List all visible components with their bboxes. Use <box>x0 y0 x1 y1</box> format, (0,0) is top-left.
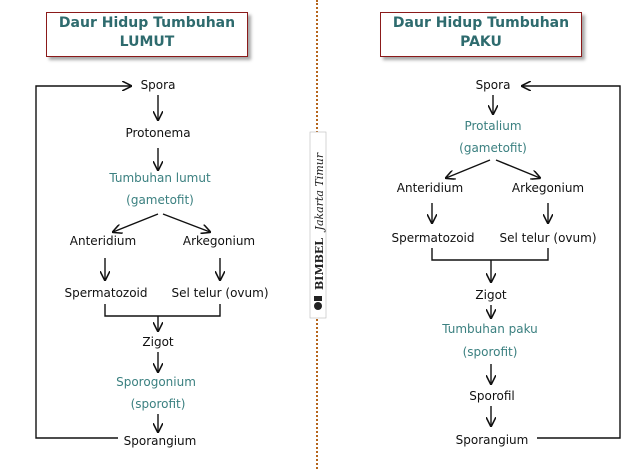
left-title-box: Daur Hidup Tumbuhan LUMUT <box>46 12 248 57</box>
arrow-left-gametofit-arkegonium <box>162 213 210 232</box>
right-node-spora: Spora <box>475 78 511 92</box>
left-title-line2: LUMUT <box>119 34 175 50</box>
right-title-box: Daur Hidup Tumbuhan PAKU <box>380 12 582 57</box>
arrow-right-gametofit-arkegonium <box>495 159 540 178</box>
right-node-sporangium: Sporangium <box>455 433 529 447</box>
right-node-arkegonium: Arkegonium <box>511 181 585 195</box>
left-node-gametofit-label: (gametofit) <box>126 193 194 207</box>
right-node-spermatozoid: Spermatozoid <box>391 231 475 245</box>
watermark-brand: BIMBEL <box>313 238 326 290</box>
svg-text:BIMBEL Jakarta Timur: BIMBEL Jakarta Timur <box>313 152 326 290</box>
right-node-sporofit-name: Tumbuhan paku <box>442 322 538 336</box>
left-node-spermatozoid: Spermatozoid <box>64 286 148 300</box>
watermark-region: Jakarta Timur <box>313 152 326 232</box>
loop-left-sporangium-spora <box>35 86 131 439</box>
left-title-line1: Daur Hidup Tumbuhan <box>58 15 236 31</box>
left-node-anteridium: Anteridium <box>69 234 137 248</box>
loop-right-sporangium-spora <box>522 86 621 439</box>
arrow-right-gametofit-anteridium <box>446 159 491 178</box>
bimbel-watermark: BIMBEL Jakarta Timur <box>309 131 327 319</box>
left-node-sporofit-label: (sporofit) <box>130 397 186 411</box>
left-node-sporofit-name: Sporogonium <box>116 375 196 389</box>
left-node-zigot: Zigot <box>142 335 174 349</box>
left-node-arkegonium: Arkegonium <box>182 234 256 248</box>
right-node-gametofit-name: Protalium <box>464 119 522 133</box>
left-node-spora: Spora <box>140 78 176 92</box>
right-title-line2: PAKU <box>460 34 502 50</box>
right-node-anteridium: Anteridium <box>396 181 464 195</box>
right-node-zigot: Zigot <box>475 288 507 302</box>
bimbel-logo-icon <box>314 296 322 310</box>
left-node-sel-telur: Sel telur (ovum) <box>171 286 269 300</box>
merge-bracket-left <box>104 304 221 317</box>
merge-bracket-right <box>431 248 549 261</box>
right-title-line1: Daur Hidup Tumbuhan <box>392 15 570 31</box>
right-node-sel-telur: Sel telur (ovum) <box>499 231 597 245</box>
right-node-sporofil: Sporofil <box>469 389 515 403</box>
right-node-gametofit-label: (gametofit) <box>459 141 527 155</box>
left-node-sporangium: Sporangium <box>123 434 197 448</box>
arrow-left-gametofit-anteridium <box>113 213 159 232</box>
left-node-gametofit-name: Tumbuhan lumut <box>109 171 211 185</box>
left-node-protonema: Protonema <box>125 126 191 140</box>
right-node-sporofit-label: (sporofit) <box>462 345 518 359</box>
